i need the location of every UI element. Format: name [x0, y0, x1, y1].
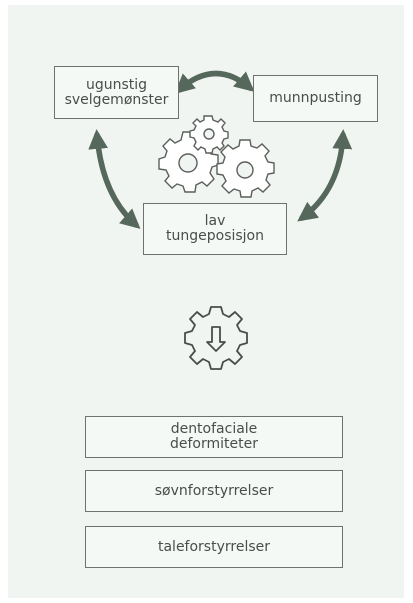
node-unfavorable-swallowing-line2: svelgemønster	[64, 91, 169, 108]
outcome-dentofacial-deformities-line2: deformiteter	[170, 436, 258, 452]
outcome-dentofacial-deformities-line1: dentofaciale	[170, 421, 258, 437]
node-unfavorable-swallowing-line1: ugunstig	[85, 76, 148, 93]
outcome-speech-disorders: taleforstyrrelser	[85, 526, 343, 568]
outcome-sleep-disorders: søvnforstyrrelser	[85, 470, 343, 512]
node-low-tongue-position-line1: lav	[204, 213, 226, 229]
double-arrow-icon	[174, 70, 255, 94]
node-mouth-breathing-label: munnpusting	[269, 90, 362, 106]
node-mouth-breathing: munnpusting	[253, 75, 378, 122]
outcome-sleep-disorders-label: søvnforstyrrelser	[154, 482, 274, 499]
outcome-dentofacial-deformities: dentofaciale deformiteter	[85, 416, 343, 458]
node-low-tongue-position: lav tungeposisjon	[143, 203, 287, 255]
gears-icon	[158, 115, 275, 198]
double-arrow-icon	[88, 129, 141, 229]
outcome-speech-disorders-label: taleforstyrrelser	[157, 538, 270, 555]
node-unfavorable-swallowing: ugunstig svelgemønster	[54, 66, 179, 119]
node-low-tongue-position-line2: tungeposisjon	[166, 228, 264, 244]
gear-down-arrow-icon	[184, 306, 248, 370]
double-arrow-icon	[297, 129, 353, 222]
